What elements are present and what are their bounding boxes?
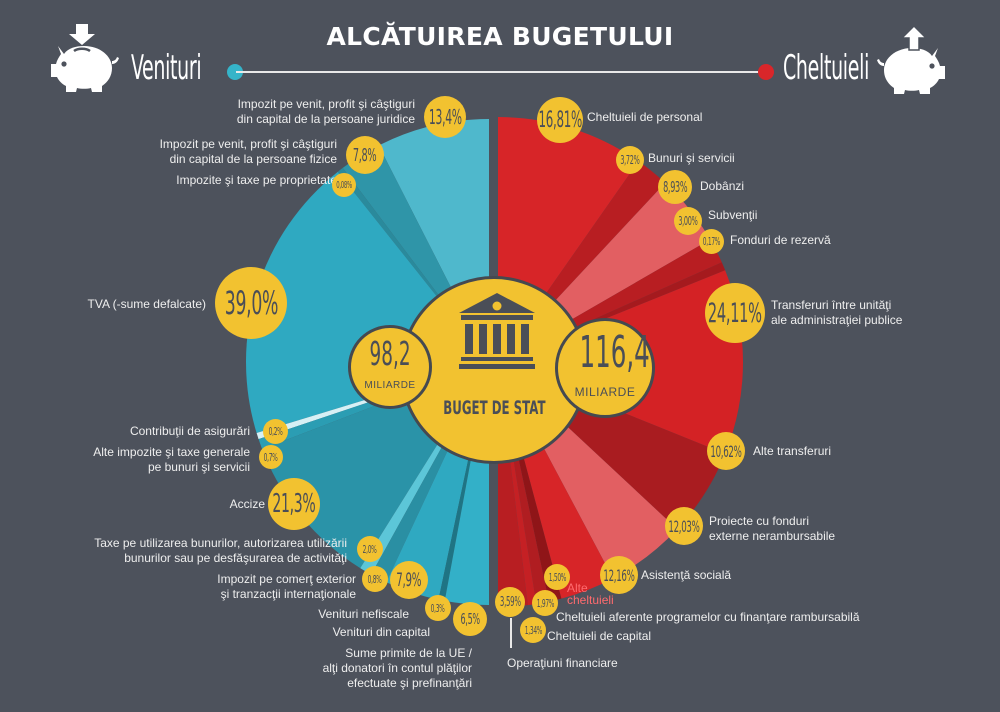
label-revenue-vat: TVA (-sume defalcate): [87, 297, 207, 311]
label-expense-reserve-funds: Fonduri de rezervă: [730, 233, 831, 247]
label-expense-subsidies: Subvenţii: [708, 208, 758, 222]
expense-heading: Cheltuieli: [783, 48, 870, 88]
header-divider-line: [236, 71, 766, 73]
piggy-bank-deposit-icon: [51, 24, 119, 92]
bubble-revenue-excise: 21,3%: [268, 478, 320, 530]
expense-total-circle: 116,4 MILIARDE: [555, 318, 655, 418]
label-expense-social-assistance: Asistenţă socială: [641, 568, 732, 582]
operations-leader-line: [510, 618, 512, 648]
bubble-revenue-other-taxes: 0,7%: [259, 445, 283, 469]
revenue-total-value: 98,2: [369, 334, 411, 373]
bubble-expense-transfers-between-units: 24,11%: [705, 283, 765, 343]
label-revenue-non-fiscal: Venituri nefiscale: [318, 607, 409, 621]
bank-building-icon: [459, 293, 535, 369]
bubble-expense-reimbursable-programs: 1,97%: [532, 590, 558, 616]
bubble-revenue-legal-entities: 13,4%: [424, 96, 466, 138]
bubble-expense-external-projects: 12,03%: [665, 507, 703, 545]
bubble-expense-subsidies: 3,00%: [674, 207, 702, 235]
label-revenue-property-tax: Impozite şi taxe pe proprietate: [176, 173, 337, 187]
label-revenue-insurance-contributions: Contribuţii de asigurări: [129, 424, 250, 438]
expense-total-unit: MILIARDE: [574, 385, 636, 399]
label-expense-interest: Dobânzi: [700, 179, 745, 193]
bubble-expense-interest: 8,93%: [658, 170, 692, 204]
bubble-revenue-non-fiscal: 0,3%: [425, 595, 451, 621]
expense-total-value: 116,4: [579, 327, 650, 378]
bubble-revenue-7-9: 7,9%: [390, 561, 428, 599]
bubble-expense-personnel: 16,81%: [537, 97, 583, 143]
bubble-expense-goods-services: 3,72%: [616, 146, 644, 174]
revenue-total-unit: MILIARDE: [364, 380, 416, 391]
bubble-revenue-property: 0,08%: [332, 173, 356, 197]
label-expense-financial-operations: Operaţiuni financiare: [507, 656, 618, 670]
label-expense-goods-services: Bunuri şi servicii: [648, 151, 735, 165]
bubble-expense-other-transfers: 10,62%: [707, 432, 745, 470]
bubble-expense-capital: 1,34%: [520, 617, 546, 643]
revenue-total-circle: 98,2 MILIARDE: [348, 325, 432, 409]
bubble-expense-financial-operations: 3,59%: [495, 587, 525, 617]
label-revenue-excise: Accize: [229, 497, 265, 511]
bubble-revenue-individuals: 7,8%: [346, 136, 384, 174]
page-title: ALCĂTUIREA BUGETULUI: [326, 22, 674, 51]
bubble-expense-other: 1,50%: [544, 564, 570, 590]
label-revenue-capital: Venituri din capital: [332, 625, 430, 639]
label-revenue-usage-taxes: Taxe pe utilizarea bunurilor, autorizare…: [94, 536, 347, 565]
state-budget-label: BUGET DE STAT: [442, 397, 546, 419]
bubble-revenue-usage-taxes: 2,0%: [357, 536, 383, 562]
bubble-revenue-foreign-trade: 0,8%: [362, 566, 388, 592]
label-revenue-eu-funds: Sume primite de la UE /alţi donatori în …: [322, 646, 472, 690]
expense-dot: [758, 64, 774, 80]
revenue-dot: [227, 64, 243, 80]
label-expense-other-transfers: Alte transferuri: [753, 444, 832, 458]
piggy-bank-withdraw-icon: [877, 26, 945, 94]
label-expense-capital: Cheltuieli de capital: [547, 629, 652, 643]
bubble-revenue-eu-funds: 6,5%: [453, 602, 487, 636]
bubble-expense-reserve-funds: 0,17%: [699, 229, 724, 254]
bubble-revenue-vat: 39,0%: [215, 267, 287, 339]
label-expense-personnel: Cheltuieli de personal: [587, 110, 703, 124]
bubble-revenue-insurance: 0,2%: [263, 419, 288, 444]
label-expense-reimbursable-programs: Cheltuieli aferente programelor cu finan…: [556, 610, 860, 624]
bubble-expense-social-assistance: 12,16%: [600, 556, 638, 594]
revenue-heading: Venituri: [131, 48, 202, 88]
